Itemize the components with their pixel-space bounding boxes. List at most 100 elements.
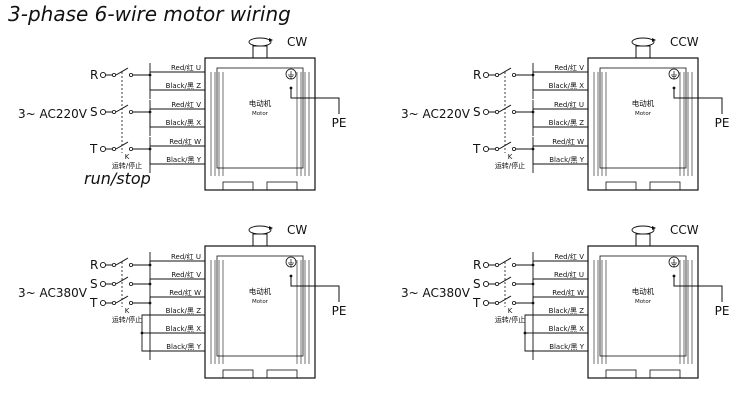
ground-wire <box>673 276 723 302</box>
wire-label: Black/黑 Y <box>166 343 202 351</box>
rotation-arrow-icon <box>248 37 272 47</box>
motor-label: 电动机 <box>632 286 655 296</box>
motor-sublabel: Motor <box>252 299 269 305</box>
supply-terminal <box>482 261 490 269</box>
supply-terminal <box>482 145 490 153</box>
phase-label: R <box>473 258 481 272</box>
rotation-arrow-icon <box>631 225 655 235</box>
page-title: 3-phase 6-wire motor wiring <box>8 2 291 26</box>
supply-terminal <box>99 280 107 288</box>
wire-label: Red/红 W <box>552 288 584 297</box>
wire-label: Black/黑 Y <box>549 343 585 351</box>
ground-wire <box>290 276 340 302</box>
star-point-node <box>523 331 527 335</box>
motor-shaft <box>635 45 651 59</box>
wire-label: Black/黑 Z <box>166 307 202 315</box>
wire-label: Black/黑 Y <box>549 156 585 164</box>
motor-body <box>587 245 699 379</box>
motor-sublabel: Motor <box>635 299 652 305</box>
motor-inner-frame <box>216 255 304 357</box>
ground-label: PE <box>715 116 730 130</box>
rotation-arrowhead-icon <box>652 226 656 230</box>
switch-contact <box>112 73 117 78</box>
switch-caption: 运转/停止 <box>112 315 142 324</box>
motor-sublabel: Motor <box>252 111 269 117</box>
switch-contact <box>495 282 500 287</box>
rotation-arrow-icon <box>248 225 272 235</box>
motor-inner-frame <box>599 255 687 357</box>
motor-label: 电动机 <box>249 286 272 296</box>
motor-body <box>587 57 699 191</box>
wire <box>498 67 512 76</box>
ground-label: PE <box>332 304 347 318</box>
rotation-arrowhead-icon <box>269 226 273 230</box>
wire <box>498 276 512 285</box>
ground-terminal-icon <box>285 256 297 268</box>
wire-label: Red/红 V <box>554 63 584 72</box>
wire-label: Red/红 W <box>169 288 201 297</box>
wire-label: Red/红 U <box>554 270 584 279</box>
supply-terminal <box>99 108 107 116</box>
supply-terminal <box>99 261 107 269</box>
rotation-arrowhead-icon <box>652 38 656 42</box>
wire <box>115 67 129 76</box>
supply-terminal <box>99 71 107 79</box>
run-stop-annotation: run/stop <box>84 169 151 188</box>
supply-terminal <box>482 108 490 116</box>
rotation-direction: CW <box>287 223 307 237</box>
ground-wire <box>290 88 340 114</box>
switch-label: K <box>508 153 513 161</box>
wire <box>498 257 512 266</box>
rotation-arrow-icon <box>631 37 655 47</box>
motor-foot <box>222 181 254 191</box>
switch-contact <box>128 110 133 115</box>
wire <box>115 257 129 266</box>
wire-label: Black/黑 Z <box>549 307 585 315</box>
motor-body <box>204 57 316 191</box>
motor-foot <box>266 369 298 379</box>
star-point-node <box>140 331 144 335</box>
motor-foot <box>605 181 637 191</box>
switch-contact <box>495 73 500 78</box>
motor-body <box>204 245 316 379</box>
switch-contact <box>511 282 516 287</box>
switch-contact <box>511 73 516 78</box>
phase-label: T <box>89 142 98 156</box>
wire-label: Black/黑 Z <box>549 119 585 127</box>
phase-label: T <box>472 142 481 156</box>
switch-contact <box>112 263 117 268</box>
motor-label: 电动机 <box>249 98 272 108</box>
switch-contact <box>495 263 500 268</box>
motor-shaft <box>635 233 651 247</box>
motor-foot <box>649 369 681 379</box>
ground-label: PE <box>332 116 347 130</box>
rotation-direction: CW <box>287 35 307 49</box>
switch-caption: 运转/停止 <box>495 161 525 170</box>
rotation-direction: CCW <box>670 223 699 237</box>
ground-terminal-icon <box>285 68 297 80</box>
switch-contact <box>112 146 117 151</box>
switch-contact <box>511 146 516 151</box>
switch-contact <box>495 110 500 115</box>
switch-caption: 运转/停止 <box>112 161 142 170</box>
phase-label: R <box>473 68 481 82</box>
switch-contact <box>495 146 500 151</box>
rotation-arrowhead-icon <box>269 38 273 42</box>
motor-shaft <box>252 45 268 59</box>
supply-terminal <box>482 71 490 79</box>
switch-contact <box>511 301 516 306</box>
wire-label: Black/黑 X <box>166 325 202 333</box>
supply-terminal <box>99 299 107 307</box>
switch-contact <box>128 146 133 151</box>
wire-label: Black/黑 X <box>549 82 585 90</box>
motor-sublabel: Motor <box>635 111 652 117</box>
phase-label: R <box>90 68 98 82</box>
motor-inner-frame <box>216 67 304 169</box>
wire-label: Red/红 U <box>171 63 201 72</box>
wire-label: Red/红 V <box>554 252 584 261</box>
rotation-direction: CCW <box>670 35 699 49</box>
supply-voltage: 3~ AC220V <box>401 107 471 121</box>
